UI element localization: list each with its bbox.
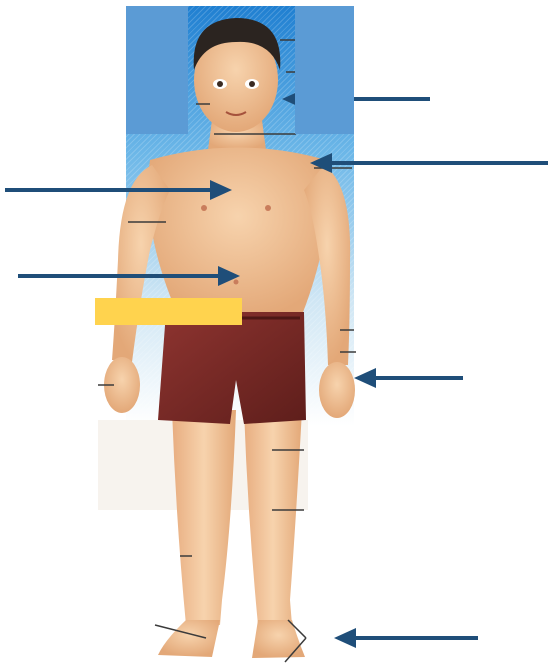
left-leg (172, 410, 236, 625)
left-foot (158, 620, 220, 657)
right-leg (244, 410, 302, 625)
torso (148, 148, 328, 321)
label-mask-left (126, 6, 188, 134)
shorts (158, 312, 306, 424)
right-hand (319, 362, 355, 418)
label-mask-right (295, 6, 354, 134)
arrow-foot (334, 628, 478, 648)
answer-box (95, 298, 242, 325)
right-foot (252, 620, 305, 658)
arrow-shoulder (310, 153, 548, 173)
arrow-hand (354, 368, 463, 388)
